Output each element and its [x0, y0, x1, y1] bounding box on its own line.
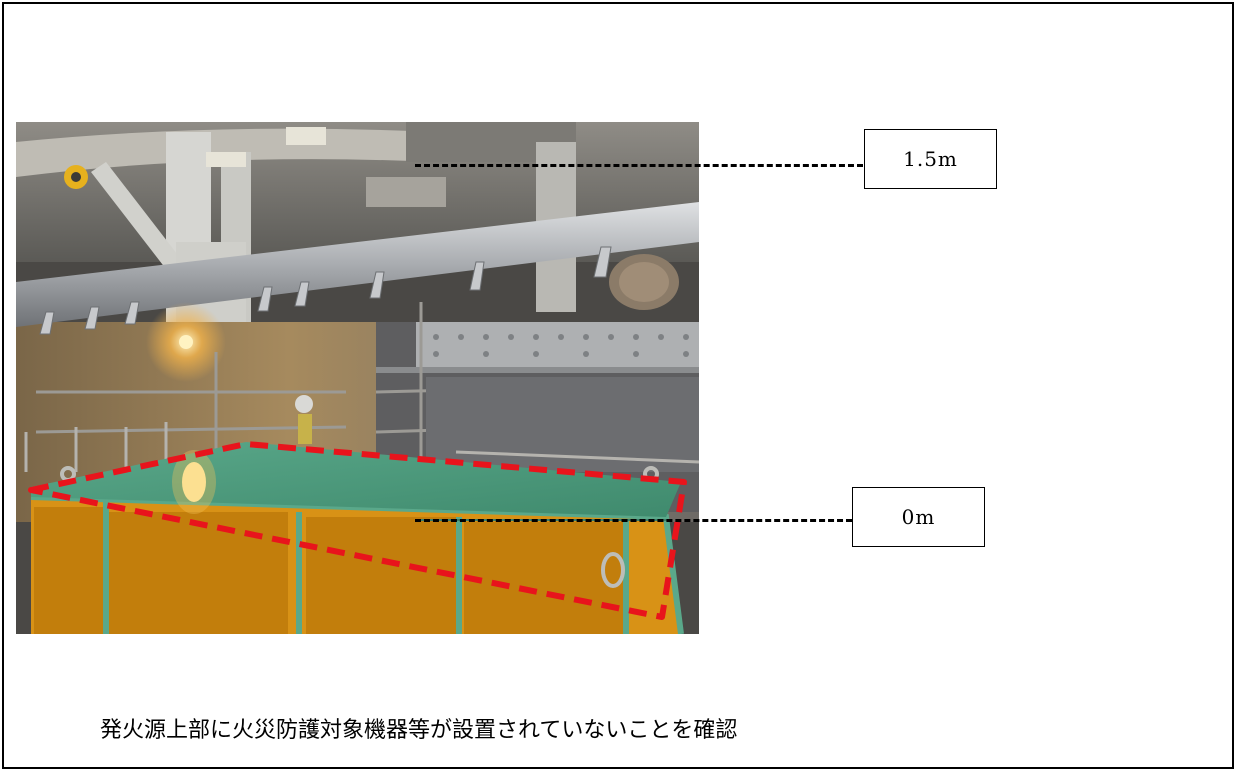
- caption-text: 発火源上部に火災防護対象機器等が設置されていないことを確認: [100, 718, 738, 743]
- height-label-bottom-text: 0m: [901, 505, 936, 529]
- site-photo: [16, 122, 699, 634]
- leader-line-bottom: [415, 519, 852, 522]
- height-label-top-text: 1.5m: [903, 147, 958, 171]
- leader-line-top: [415, 164, 863, 167]
- height-label-top: 1.5m: [864, 129, 997, 189]
- height-label-bottom: 0m: [852, 487, 985, 547]
- highlight-outline: [28, 441, 687, 620]
